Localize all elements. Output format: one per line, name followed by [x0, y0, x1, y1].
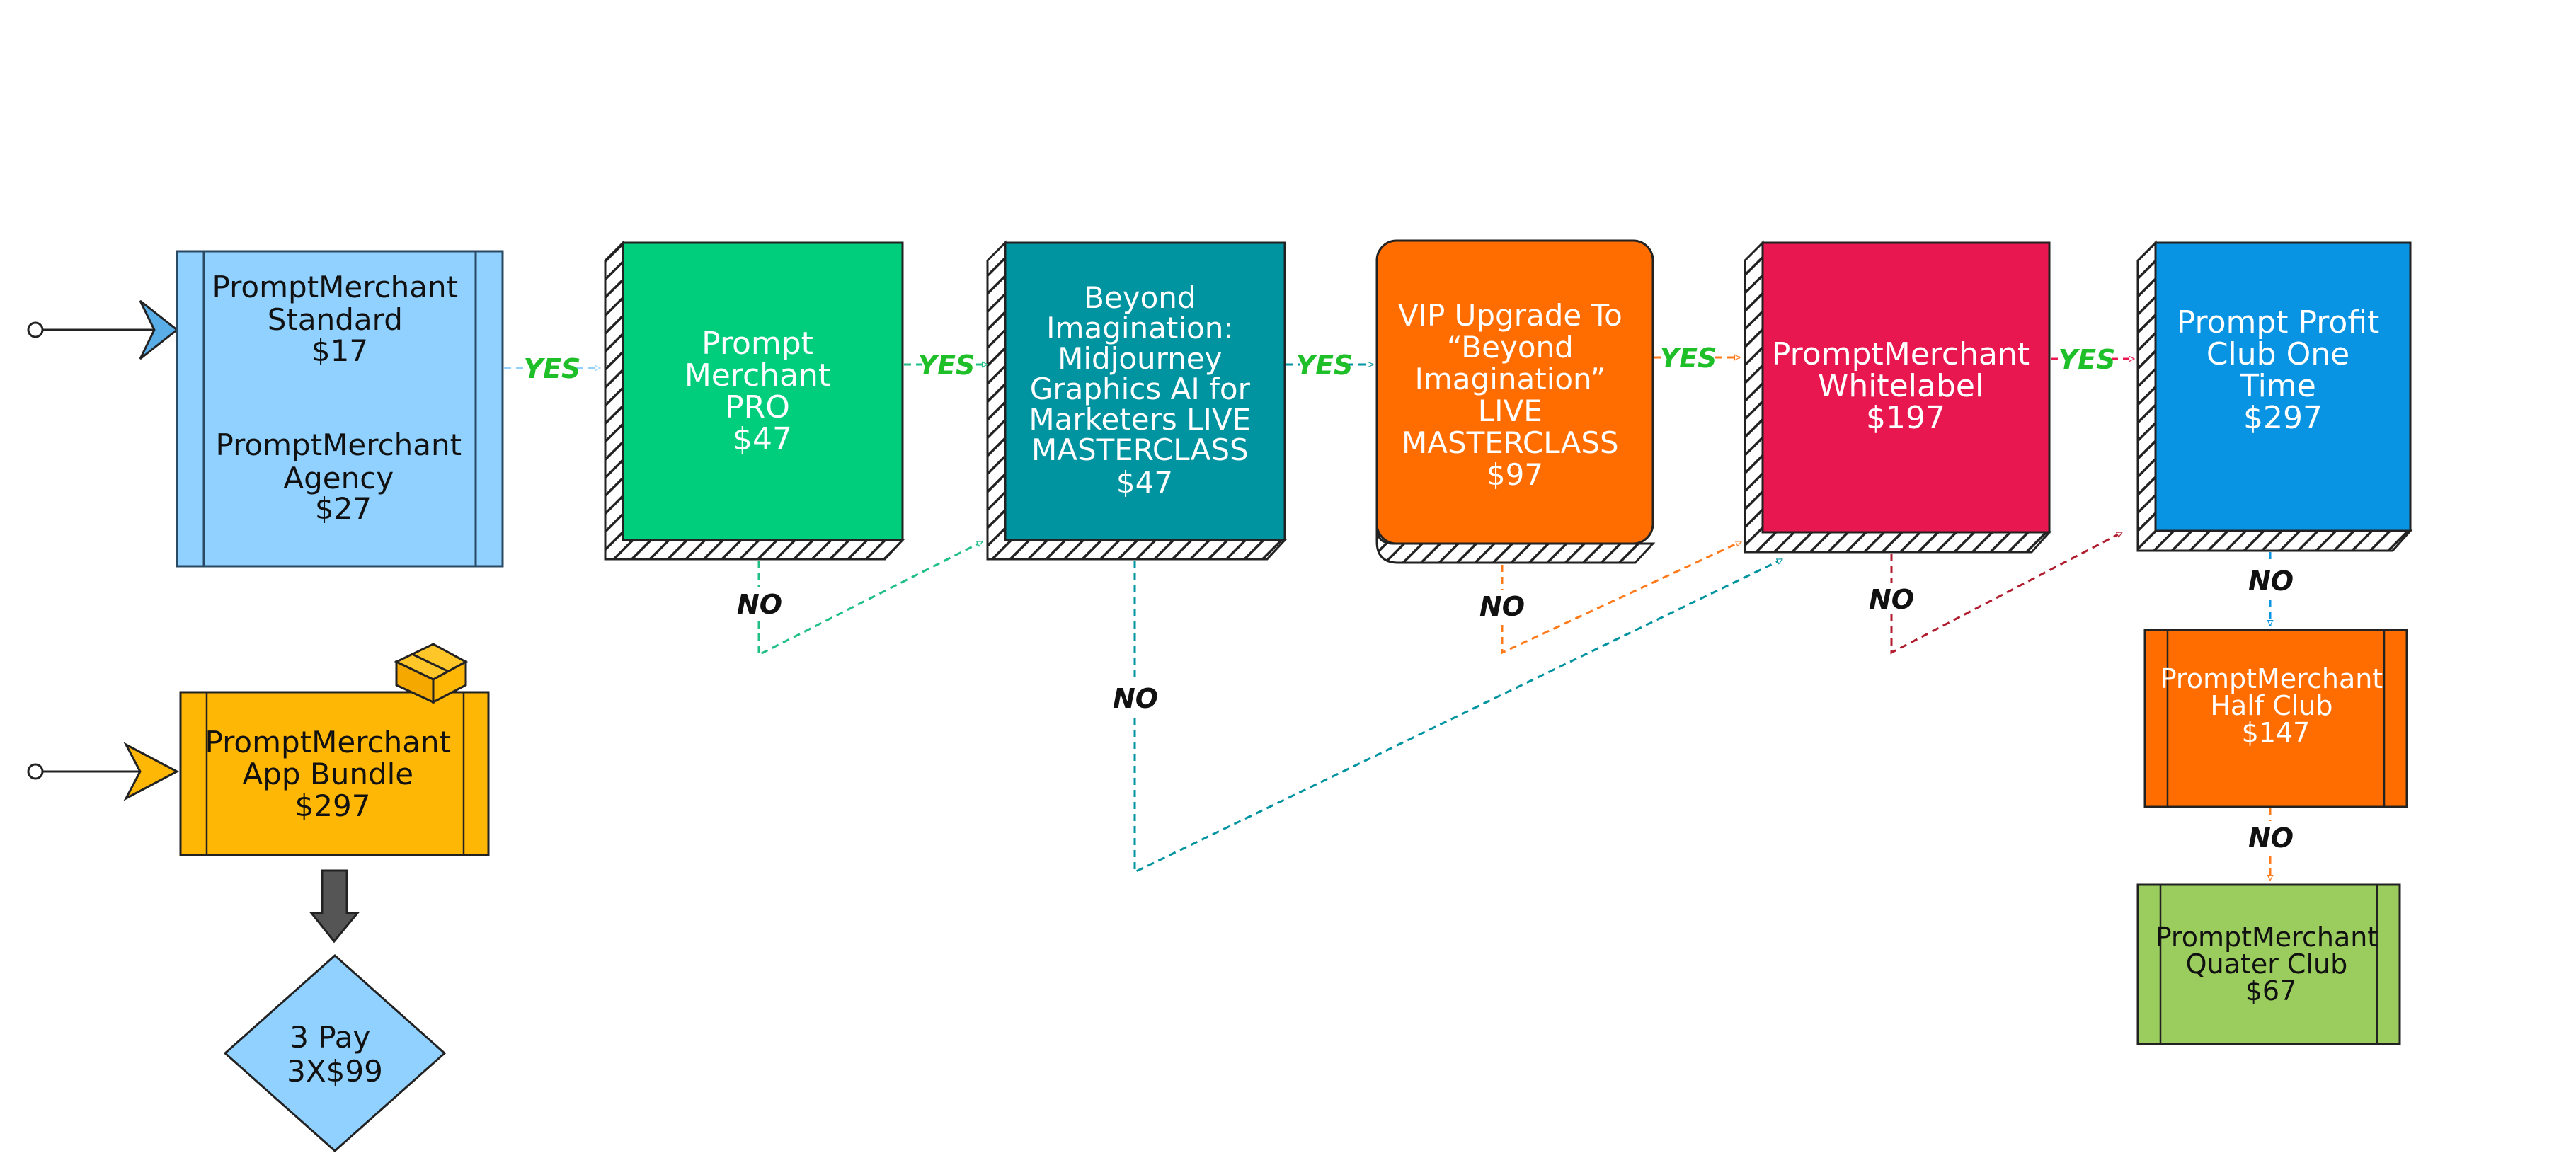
edge-pro-to-beyond: YES — [904, 348, 988, 381]
entry-arrow-icon — [27, 299, 179, 360]
node-agency-label: PromptMerchant Agency $27 — [216, 428, 471, 526]
edge-beyond-to-vip: YES — [1286, 348, 1373, 381]
no-label: NO — [737, 589, 782, 620]
node-standard-label: PromptMerchant Standard $17 — [212, 270, 468, 368]
edge-whitelabel-no-to-profit: NO — [1869, 531, 2122, 655]
node-profit-club-label: Prompt Profit Club One Time $297 — [2177, 304, 2390, 436]
node-vip-upgrade[interactable]: VIP Upgrade To “Beyond Imagination” LIVE… — [1375, 239, 1656, 564]
node-quarter-club[interactable]: PromptMerchant Quater Club $67 — [2136, 883, 2401, 1045]
yes-label: YES — [2059, 344, 2116, 375]
node-quarter-club-label: PromptMerchant Quater Club $67 — [2156, 922, 2387, 1006]
node-beyond-imagination[interactable]: Beyond Imagination: Midjourney Graphics … — [986, 240, 1288, 561]
node-beyond-label: Beyond Imagination: Midjourney Graphics … — [1029, 280, 1260, 500]
edge-vip-no-to-whitelabel: NO — [1479, 540, 1741, 655]
down-arrow-icon — [309, 869, 360, 944]
edge-half-no-to-quarter: NO — [2248, 808, 2294, 881]
no-label: NO — [1479, 591, 1525, 622]
edge-pro-no-to-beyond: NO — [737, 540, 983, 657]
package-icon — [394, 643, 469, 704]
node-app-bundle-label: PromptMerchant App Bundle $297 — [205, 725, 461, 823]
entry-arrow-icon — [27, 742, 180, 801]
edge-whitelabel-to-profit: YES — [2051, 343, 2134, 375]
yes-label: YES — [918, 350, 975, 381]
node-whitelabel[interactable]: PromptMerchant Whitelabel $197 — [1744, 240, 2052, 554]
yes-label: YES — [1296, 350, 1353, 381]
node-three-pay-label: 3 Pay 3X$99 — [287, 1020, 383, 1089]
edge-vip-to-whitelabel: YES — [1654, 341, 1740, 374]
edge-profit-no-to-half: NO — [2248, 552, 2294, 626]
node-half-club[interactable]: PromptMerchant Half Club $147 — [2143, 629, 2408, 808]
no-label: NO — [1113, 683, 1158, 714]
node-app-bundle[interactable]: PromptMerchant App Bundle $297 — [179, 691, 490, 856]
node-vip-label: VIP Upgrade To “Beyond Imagination” LIVE… — [1398, 298, 1632, 492]
node-pro-label: Prompt Merchant PRO $47 — [685, 326, 840, 457]
yes-label: YES — [524, 353, 581, 384]
no-label: NO — [2248, 822, 2294, 854]
node-standard-agency[interactable]: PromptMerchant Standard $17 PromptMercha… — [176, 250, 504, 568]
node-profit-club[interactable]: Prompt Profit Club One Time $297 — [2136, 240, 2413, 552]
node-whitelabel-label: PromptMerchant Whitelabel $197 — [1772, 336, 2039, 436]
no-label: NO — [1869, 584, 1914, 615]
yes-label: YES — [1660, 343, 1717, 374]
edge-standard-to-pro: YES — [504, 352, 600, 384]
node-half-club-label: PromptMerchant Half Club $147 — [2160, 663, 2392, 748]
node-three-pay[interactable]: 3 Pay 3X$99 — [223, 953, 447, 1153]
node-pro[interactable]: Prompt Merchant PRO $47 — [604, 240, 905, 561]
no-label: NO — [2248, 566, 2294, 597]
edge-beyond-no-to-whitelabel: NO — [1113, 558, 1782, 874]
